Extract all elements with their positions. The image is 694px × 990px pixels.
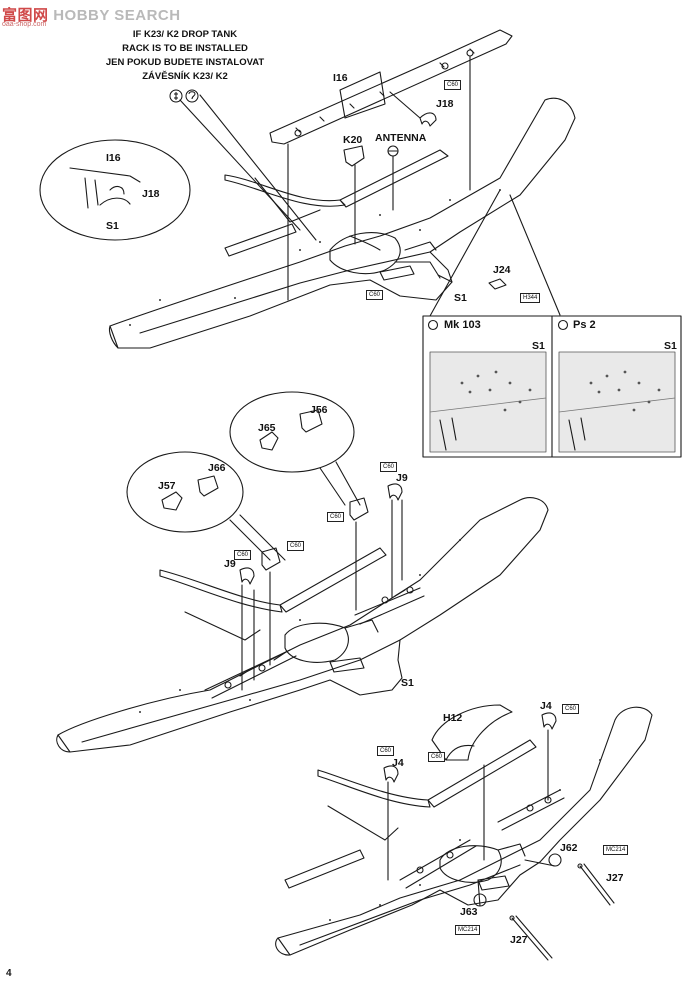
label-j27-right: J27 <box>606 872 624 884</box>
bottom-wing <box>275 704 653 961</box>
label-antenna: ANTENNA <box>375 132 427 144</box>
label-j27-left: J27 <box>510 934 528 946</box>
inset-rivets <box>460 370 661 412</box>
inset-panels <box>422 315 682 458</box>
inset-title-ps2: Ps 2 <box>573 319 596 331</box>
watermark-url: oaa-shop.com <box>2 21 47 28</box>
label-j9-left: J9 <box>224 558 236 570</box>
box-h344: H344 <box>520 293 541 303</box>
box-c60-mid-2: C60 <box>327 512 345 522</box>
label-j57: J57 <box>158 480 176 492</box>
label-k20: K20 <box>343 134 363 146</box>
bubble-label-j18: J18 <box>142 188 160 200</box>
watermark-logo: 富图网 <box>2 7 49 24</box>
note-line-1: IF K23/ K2 DROP TANK <box>132 29 238 40</box>
label-j18: J18 <box>436 98 454 110</box>
wing-rivets <box>129 189 601 921</box>
inset-label-s1-b: S1 <box>664 340 677 352</box>
box-c60-bot-2: C60 <box>377 746 395 756</box>
box-mc214-left: MC214 <box>455 925 481 935</box>
bubble-label-i16: I16 <box>106 152 121 164</box>
page-number: 4 <box>6 968 12 979</box>
middle-wing <box>56 391 549 753</box>
label-h12: H12 <box>443 712 463 724</box>
label-j4-right: J4 <box>540 700 552 712</box>
top-detail-bubble <box>39 139 191 241</box>
option-icons <box>169 89 199 103</box>
label-j56: J56 <box>310 404 328 416</box>
label-j62: J62 <box>560 842 578 854</box>
label-j24: J24 <box>493 264 511 276</box>
watermark-title: HOBBY SEARCH <box>53 7 181 24</box>
watermark: 富图网 HOBBY SEARCH <box>2 4 181 25</box>
label-i16: I16 <box>333 72 348 84</box>
inset-label-s1-a: S1 <box>532 340 545 352</box>
note-line-3: JEN POKUD BUDETE INSTALOVAT <box>105 57 265 68</box>
note-line-4: ZÁVĚSNÍK K23/ K2 <box>142 71 228 82</box>
top-wing <box>108 29 576 349</box>
box-c60-bot-3: C60 <box>562 704 580 714</box>
box-c60-mid-3: C60 <box>234 550 252 560</box>
box-c60-mid-1: C60 <box>380 462 398 472</box>
box-c60-mid-4: C60 <box>287 541 305 551</box>
inset-title-mk103: Mk 103 <box>444 319 481 331</box>
label-j66: J66 <box>208 462 226 474</box>
bubble-label-s1: S1 <box>106 220 119 232</box>
label-j65: J65 <box>258 422 276 434</box>
label-s1-top: S1 <box>454 292 467 304</box>
box-c60-bot-1: C60 <box>428 752 446 762</box>
label-j9-right: J9 <box>396 472 408 484</box>
label-j63: J63 <box>460 906 478 918</box>
box-c60-top-1: C60 <box>444 80 462 90</box>
box-c60-top-2: C60 <box>366 290 384 300</box>
box-mc214-right: MC214 <box>603 845 629 855</box>
label-j4-left: J4 <box>392 757 404 769</box>
drop-tank-note: IF K23/ K2 DROP TANK RACK IS TO BE INSTA… <box>90 28 280 84</box>
note-line-2: RACK IS TO BE INSTALLED <box>122 43 248 54</box>
label-s1-middle: S1 <box>401 677 414 689</box>
